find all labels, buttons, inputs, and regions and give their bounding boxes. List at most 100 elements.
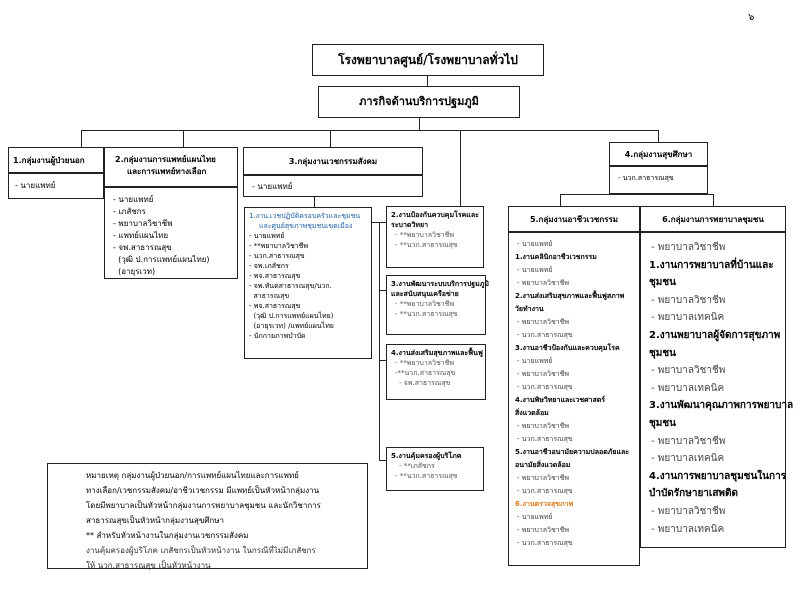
- staff-item: - พยาบาลวิชาชีพ: [517, 279, 570, 287]
- unit-title: 6.งานตรวจสุขภาพ: [515, 500, 574, 508]
- staff-item: -**นวก.สาธารณสุข: [395, 369, 456, 377]
- group3-unit5-box: 5.งานคุ้มครองผู้บริโภค - **เภสัชกร - **น…: [386, 447, 484, 491]
- connector-trunk: [81, 130, 658, 131]
- group3-title: 3.กลุ่มงานเวชกรรมสังคม: [288, 157, 378, 166]
- group6-list-box: - พยาบาลวิชาชีพ 1.งานการพยาบาลที่บ้านและช…: [640, 232, 794, 548]
- group5-list: - นายแพทย์ 1.งานคลินิกอาชีวเวชกรรม - นายแพ…: [515, 238, 633, 550]
- unit-title: 1.งานการพยาบาลที่บ้านและ: [649, 259, 774, 271]
- staff-item: - นวก.สาธารณสุข: [517, 539, 573, 547]
- staff-item: - พยาบาลวิชาชีพ: [517, 474, 570, 482]
- unit-title: 3.งานอาชีวป้องกันและควบคุมโรค: [515, 344, 620, 352]
- group1-title-box: 1.กลุ่มงานผู้ป่วยนอก: [8, 147, 104, 173]
- connector-line: [183, 130, 184, 147]
- staff-item: - เภสัชกร: [113, 207, 146, 216]
- unit2-title-line2: ระบาดวิทยา: [391, 221, 429, 229]
- connector-line: [427, 76, 428, 86]
- connector-line: [560, 194, 561, 206]
- staff-item: - พยาบาลเทคนิค: [651, 453, 725, 465]
- unit-title: ชุมชน: [649, 347, 677, 359]
- unit5-title: 5.งานคุ้มครองผู้บริโภค: [391, 452, 462, 460]
- staff-item: - **นวก.สาธารณสุข: [395, 241, 458, 249]
- group3-unit1-box: 1.งาน.เวชปฏิบัติครอบครัวและชุมชน และศูนย…: [244, 207, 372, 359]
- note-line: สาธารณสุขเป็นหัวหน้ากลุ่มงานสุขศึกษา: [86, 516, 225, 525]
- staff-item: - พยาบาลวิชาชีพ: [651, 435, 726, 447]
- staff-item: - พยาบาลวิชาชีพ: [517, 526, 570, 534]
- group1-title: 1.กลุ่มงานผู้ป่วยนอก: [13, 156, 85, 165]
- staff-item: - นายแพทย์: [517, 513, 553, 521]
- staff-item: - พยาบาลวิชาชีพ: [517, 318, 570, 326]
- unit-title: วัยทำงาน: [515, 305, 544, 313]
- unit3-title-line2: และสนับสนุนเครือข่าย: [391, 290, 459, 298]
- connector-line: [658, 130, 659, 142]
- unit-title: 4.งานการพยาบาลชุมชนในการ: [649, 470, 787, 482]
- staff-item: - พยาบาลเทคนิค: [651, 382, 725, 394]
- connector-line: [713, 194, 714, 206]
- staff-item: - **พยาบาลวิชาชีพ: [395, 231, 455, 239]
- unit-title: ชุมชน: [649, 417, 677, 429]
- staff-item: - พยาบาลวิชาชีพ: [651, 242, 726, 253]
- staff-item: - จพ.สาธารณสุข: [399, 379, 451, 387]
- group4-title-box: 4.กลุ่มงานสุขศึกษา: [609, 142, 708, 166]
- connector-line: [81, 130, 82, 147]
- mission-title: ภารกิจด้านบริการปฐมภูมิ: [359, 95, 479, 108]
- group3-head-item: - นายแพทย์: [252, 182, 293, 191]
- staff-item: - **นวก.สาธารณสุข: [395, 472, 458, 480]
- group2-title-line2: และการแพทย์ทางเลือก: [127, 167, 207, 176]
- staff-item: - นวก.สาธารณสุข: [517, 435, 573, 443]
- hospital-title-box: โรงพยาบาลศูนย์/โรงพยาบาลทั่วไป: [312, 44, 544, 76]
- staff-item: (วุฒิ ป.การแพทย์แผนไทย): [113, 255, 210, 264]
- staff-item: (อายุรเวท) /แพทย์แผนไทย: [249, 322, 334, 330]
- connector-line: [460, 130, 461, 206]
- staff-item: - **นวก.สาธารณสุข: [395, 310, 458, 318]
- group6-title: 6.กลุ่มงานการพยาบาลชุมชน: [662, 215, 764, 224]
- unit1-title-line1: 1.งาน.เวชปฏิบัติครอบครัวและชุมชน: [249, 212, 361, 220]
- page-number: ๖: [748, 12, 755, 23]
- staff-item: - นายแพทย์: [517, 357, 553, 365]
- connector-line: [379, 460, 386, 461]
- unit-title: 5.งานอาชีวอนามัยความปลอดภัยและ: [515, 448, 630, 456]
- staff-item: - **พยาบาลวิชาชีพ: [395, 300, 455, 308]
- note-box: หมายเหตุ กลุ่มงานผู้ป่วยนอก/การแพทย์แผนไ…: [47, 463, 368, 570]
- note-line: งานคุ้มครองผู้บริโภค เภสัชกรเป็นหัวหน้าง…: [86, 546, 316, 555]
- unit1-title-line2: และศูนย์สุขภาพชุมชนเขตเมือง: [259, 222, 353, 230]
- staff-item: - **พยาบาลวิชาชีพ: [395, 359, 455, 367]
- staff-item: - พจ.สาธารณสุข: [249, 302, 301, 310]
- group2-title-line1: 2.กลุ่มงานการแพทย์แผนไทย: [115, 155, 216, 164]
- connector-line: [560, 194, 713, 195]
- group5-title: 5.กลุ่มงานอาชีวเวชกรรม: [529, 215, 619, 224]
- group3-title-box: 3.กลุ่มงานเวชกรรมสังคม: [243, 147, 423, 175]
- group4-title: 4.กลุ่มงานสุขศึกษา: [624, 150, 693, 159]
- staff-item: - **เภสัชกร: [399, 462, 435, 470]
- unit4-title: 4.งานส่งเสริมสุขภาพและฟื้นฟู: [391, 349, 483, 357]
- group6-title-box: 6.กลุ่มงานการพยาบาลชุมชน: [640, 206, 786, 232]
- connector-line: [372, 222, 386, 223]
- staff-item: (อายุรเวท): [113, 267, 156, 276]
- note-line: ทางเลือก/เวชกรรมสังคม/อาชีวเวชกรรม มีแพท…: [86, 486, 320, 495]
- staff-item: - นวก.สาธารณสุข: [517, 487, 573, 495]
- staff-item: - พยาบาลวิชาชีพ: [651, 365, 726, 377]
- note-line: ให้ นวก.สาธารณสุข เป็นหัวหน้างาน: [86, 561, 211, 570]
- group3-unit3-box: 3.งานพัฒนาระบบบริการปฐมภูมิ และสนับสนุนเ…: [386, 275, 490, 335]
- staff-item: - พจ.สาธารณสุข: [249, 272, 301, 280]
- note-line: โดยมีพยาบาลเป็นหัวหน้ากลุ่มงานการพยาบาลช…: [86, 501, 321, 510]
- staff-item: - นวก.สาธารณสุข: [517, 331, 573, 339]
- staff-item: - แพทย์แผนไทย: [113, 231, 169, 240]
- staff-item: - พยาบาลวิชาชีพ: [517, 422, 570, 430]
- connector-line: [379, 360, 386, 361]
- staff-item: - นายแพทย์: [517, 266, 553, 274]
- unit-title: ชุมชน: [649, 277, 677, 289]
- staff-item: - จพ.สาธารณสุข: [113, 243, 172, 252]
- staff-item: - นักกายภาพบำบัด: [249, 332, 306, 340]
- unit-title: 3.งานพัฒนาคุณภาพการพยาบาล: [649, 400, 794, 412]
- unit-title: 1.งานคลินิกอาชีวเวชกรรม: [515, 253, 597, 261]
- unit2-title-line1: 2.งานป้องกันควบคุมโรคและ: [391, 211, 479, 219]
- staff-item: - นายแพทย์: [249, 232, 285, 240]
- staff-item: - พยาบาลเทคนิค: [651, 523, 725, 535]
- group6-list: - พยาบาลวิชาชีพ 1.งานการพยาบาลที่บ้านและช…: [649, 239, 794, 538]
- group4-staff-box: - นวก.สาธารณสุข: [609, 166, 708, 194]
- note-line: ** สำหรับหัวหน้างานในกลุ่มงานเวชกรรมสังค…: [86, 531, 249, 540]
- group3-head-box: - นายแพทย์: [243, 175, 423, 197]
- connector-line: [314, 197, 315, 207]
- unit3-title-line1: 3.งานพัฒนาระบบบริการปฐมภูมิ: [391, 280, 490, 288]
- staff-item: - นายแพทย์: [113, 195, 154, 204]
